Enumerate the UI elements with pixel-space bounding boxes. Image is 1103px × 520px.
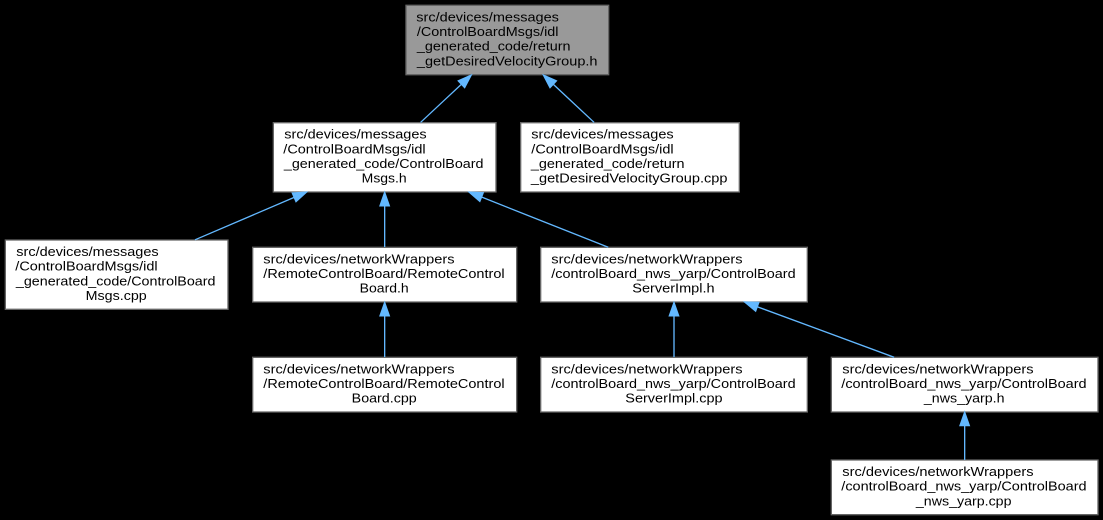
svg-text:Board.h: Board.h: [360, 281, 409, 296]
svg-text:/ControlBoardMsgs/idl: /ControlBoardMsgs/idl: [15, 259, 157, 274]
svg-text:/ControlBoardMsgs/idl: /ControlBoardMsgs/idl: [531, 141, 673, 156]
svg-text:src/devices/messages: src/devices/messages: [416, 9, 559, 24]
svg-text:/RemoteControlBoard/RemoteCont: /RemoteControlBoard/RemoteControl: [263, 376, 504, 391]
svg-text:src/devices/networkWrappers: src/devices/networkWrappers: [551, 251, 743, 266]
svg-text:src/devices/messages: src/devices/messages: [531, 127, 674, 142]
svg-text:/controlBoard_nws_yarp/Control: /controlBoard_nws_yarp/ControlBoard: [551, 266, 795, 281]
svg-text:src/devices/networkWrappers: src/devices/networkWrappers: [551, 361, 743, 376]
svg-text:_nws_yarp.cpp: _nws_yarp.cpp: [915, 493, 1012, 508]
svg-text:_getDesiredVelocityGroup.cpp: _getDesiredVelocityGroup.cpp: [530, 171, 728, 186]
svg-text:/controlBoard_nws_yarp/Control: /controlBoard_nws_yarp/ControlBoard: [841, 479, 1086, 494]
svg-text:_generated_code/ControlBoard: _generated_code/ControlBoard: [15, 273, 216, 288]
svg-text:src/devices/messages: src/devices/messages: [284, 127, 427, 142]
svg-text:/ControlBoardMsgs/idl: /ControlBoardMsgs/idl: [417, 24, 559, 39]
svg-text:src/devices/networkWrappers: src/devices/networkWrappers: [842, 464, 1034, 479]
svg-text:/ControlBoardMsgs/idl: /ControlBoardMsgs/idl: [283, 141, 425, 156]
svg-text:Msgs.cpp: Msgs.cpp: [86, 288, 147, 303]
svg-text:/controlBoard_nws_yarp/Control: /controlBoard_nws_yarp/ControlBoard: [841, 376, 1086, 391]
svg-text:src/devices/messages: src/devices/messages: [16, 244, 159, 259]
svg-text:ServerImpl.h: ServerImpl.h: [632, 281, 714, 296]
svg-text:_generated_code/return: _generated_code/return: [416, 39, 571, 54]
svg-text:/controlBoard_nws_yarp/Control: /controlBoard_nws_yarp/ControlBoard: [551, 376, 795, 391]
svg-text:src/devices/networkWrappers: src/devices/networkWrappers: [263, 361, 455, 376]
svg-text:_generated_code/return: _generated_code/return: [530, 156, 685, 171]
svg-text:_getDesiredVelocityGroup.h: _getDesiredVelocityGroup.h: [416, 53, 598, 68]
svg-text:Msgs.h: Msgs.h: [362, 171, 407, 186]
svg-text:Board.cpp: Board.cpp: [352, 391, 417, 406]
svg-text:ServerImpl.cpp: ServerImpl.cpp: [625, 391, 722, 406]
svg-text:src/devices/networkWrappers: src/devices/networkWrappers: [842, 361, 1034, 376]
svg-text:_generated_code/ControlBoard: _generated_code/ControlBoard: [283, 156, 484, 171]
svg-text:src/devices/networkWrappers: src/devices/networkWrappers: [263, 251, 455, 266]
svg-text:_nws_yarp.h: _nws_yarp.h: [923, 391, 1005, 406]
svg-text:/RemoteControlBoard/RemoteCont: /RemoteControlBoard/RemoteControl: [263, 266, 504, 281]
